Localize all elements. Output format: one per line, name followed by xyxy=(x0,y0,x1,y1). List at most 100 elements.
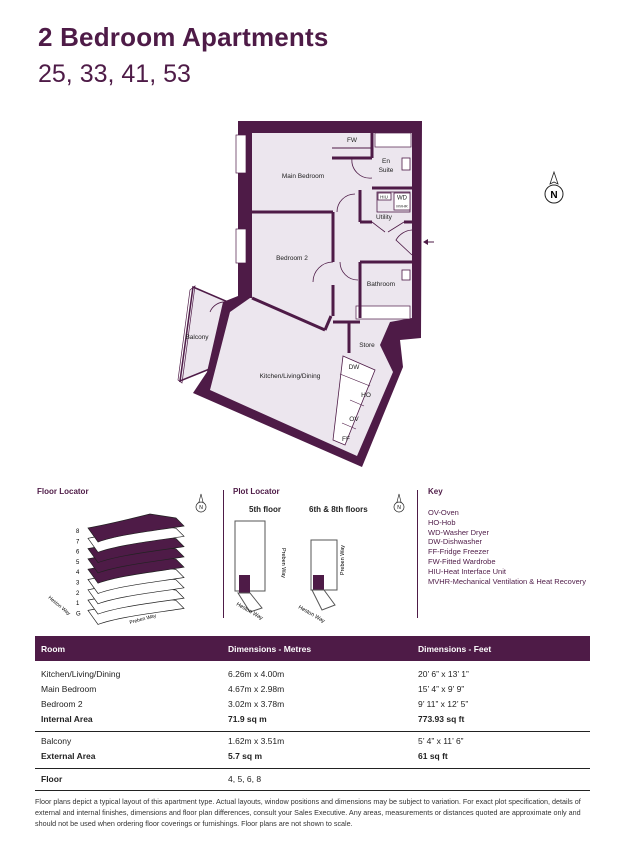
table-row: Main Bedroom 4.67m x 2.98m 15’ 4” x 9’ 9” xyxy=(35,682,590,697)
ff-label: FF xyxy=(342,436,350,443)
room-bathroom: Bathroom xyxy=(367,281,395,288)
divider xyxy=(35,768,590,769)
floor-plate-6 xyxy=(87,534,185,564)
north-label: N xyxy=(199,505,203,511)
cell: 3.02m x 3.78m xyxy=(228,699,285,709)
street-label: Preben Way xyxy=(340,545,346,575)
cell: 1.62m x 3.51m xyxy=(228,736,285,746)
table-header: Room Dimensions - Metres Dimensions - Fe… xyxy=(35,636,590,661)
street-label: Heston Way xyxy=(297,605,326,625)
cell: Kitchen/Living/Dining xyxy=(41,669,121,679)
window xyxy=(374,132,412,148)
street-label: Heston Way xyxy=(235,602,264,622)
floor-number: G xyxy=(76,611,81,617)
mvhr-label: MVHR xyxy=(396,205,407,209)
cell: 5’ 4” x 11’ 6” xyxy=(418,736,464,746)
floor-plate-8 xyxy=(87,513,185,543)
kitchen-units xyxy=(332,355,376,446)
plot-locator-north-icon: N xyxy=(393,493,405,513)
floor-locator-north-icon: N xyxy=(195,493,207,513)
room-store: Store xyxy=(359,342,375,349)
cell: 71.9 sq m xyxy=(228,714,267,724)
room-kitchen: Kitchen/Living/Dining xyxy=(260,373,321,380)
key-item: MVHR-Mechanical Ventilation & Heat Recov… xyxy=(428,576,586,586)
table-row-internal-area: Internal Area 71.9 sq m 773.93 sq ft xyxy=(35,712,590,727)
window xyxy=(355,305,411,320)
street-label: Heston Way xyxy=(47,595,72,617)
header-feet: Dimensions - Feet xyxy=(418,644,492,654)
key-list: OV-Oven HO-Hob WD-Washer Dryer DW-Dishwa… xyxy=(428,508,586,586)
plot-6th-8th-label: 6th & 8th floors xyxy=(309,505,368,514)
floor-number: 6 xyxy=(76,550,80,556)
floor-number: 2 xyxy=(76,591,80,597)
north-compass-icon: N xyxy=(544,170,564,204)
ov-label: OV xyxy=(349,416,359,423)
key-item: FF-Fridge Freezer xyxy=(428,547,489,557)
divider xyxy=(417,490,418,618)
cell: 4.67m x 2.98m xyxy=(228,684,285,694)
dimensions-table: Room Dimensions - Metres Dimensions - Fe… xyxy=(35,636,590,791)
disclaimer: Floor plans depict a typical layout of t… xyxy=(35,797,581,828)
kitchen-unit-dividers xyxy=(339,373,371,430)
header-metres: Dimensions - Metres xyxy=(228,644,312,654)
floor-number: 4 xyxy=(76,570,80,576)
key-item: HIU-Heat Interface Unit xyxy=(428,566,506,576)
plot-5th-floor-label: 5th floor xyxy=(249,505,281,514)
room-en-suite-line1: En xyxy=(382,158,390,165)
entrance-arrow-icon xyxy=(423,239,434,245)
key-item: DW-Dishwasher xyxy=(428,537,483,547)
room-balcony: Balcony xyxy=(185,334,209,341)
wd-label: WD xyxy=(397,196,408,202)
floor-number: 3 xyxy=(76,581,80,587)
cell: Internal Area xyxy=(41,714,93,724)
key-item: WD-Washer Dryer xyxy=(428,527,489,537)
window xyxy=(235,134,247,174)
floor-plate-G xyxy=(87,596,185,625)
north-label: N xyxy=(550,190,557,201)
hiu-label: HIU xyxy=(380,195,388,200)
cell: Balcony xyxy=(41,736,72,746)
key-title: Key xyxy=(428,487,443,496)
table-row: Balcony 1.62m x 3.51m 5’ 4” x 11’ 6” xyxy=(35,734,590,749)
cell: 6.26m x 4.00m xyxy=(228,669,285,679)
ho-label: HO xyxy=(361,392,371,399)
north-label: N xyxy=(397,505,401,511)
window xyxy=(235,228,247,264)
divider xyxy=(223,490,224,618)
balcony-rail xyxy=(177,285,196,384)
cell: 61 sq ft xyxy=(418,751,448,761)
room-main-bedroom: Main Bedroom xyxy=(282,173,324,180)
cell: Bedroom 2 xyxy=(41,699,83,709)
divider xyxy=(35,731,590,732)
cell: Floor xyxy=(41,774,63,784)
street-label: Preben Way xyxy=(129,613,157,626)
floor-plate-1 xyxy=(87,585,185,615)
cell: Main Bedroom xyxy=(41,684,97,694)
floor-number: 8 xyxy=(76,529,80,535)
cell: 15’ 4” x 9’ 9” xyxy=(418,684,465,694)
floor-plate-2 xyxy=(87,575,185,605)
floor-plate-5 xyxy=(87,544,185,574)
key-item: FW-Fitted Wardrobe xyxy=(428,556,496,566)
page-title: 2 Bedroom Apartments xyxy=(38,22,329,52)
header-room: Room xyxy=(41,644,66,654)
plot-locator-title: Plot Locator xyxy=(233,487,280,496)
floor-plate-4 xyxy=(87,554,185,584)
plot-plan-5th-floor xyxy=(234,520,266,613)
cell: 5.7 sq m xyxy=(228,751,263,761)
dw-label: DW xyxy=(349,364,361,371)
interior-walls xyxy=(251,133,412,353)
key-item: OV-Oven xyxy=(428,508,459,517)
floor-plate-3 xyxy=(87,565,185,594)
floor-plan: Main Bedroom FW En Suite HIU WD MVHR Uti… xyxy=(177,121,564,467)
room-fw: FW xyxy=(347,137,358,144)
floor-number: 5 xyxy=(76,560,80,566)
cell: 773.93 sq ft xyxy=(418,714,465,724)
fittings xyxy=(376,157,411,281)
divider xyxy=(35,790,590,791)
